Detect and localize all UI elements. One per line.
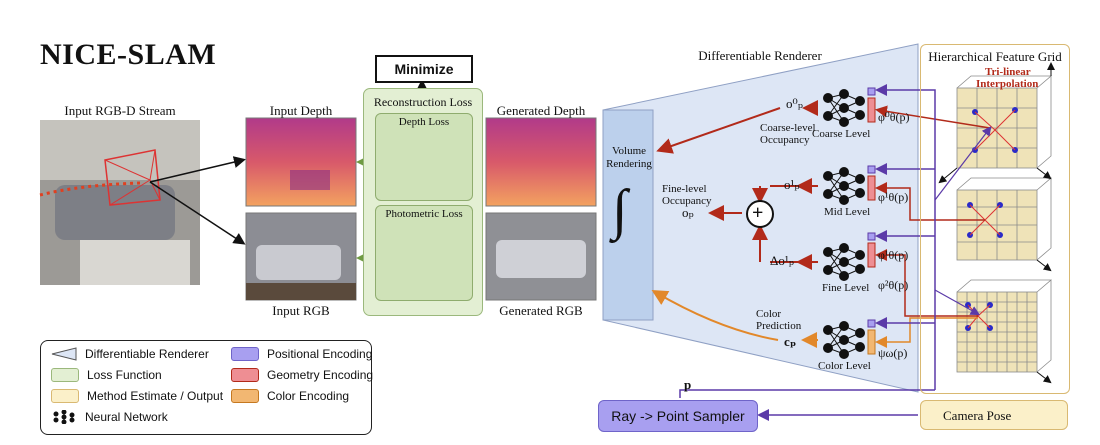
fine-delta-symbol: Δo¹ₚ (770, 253, 794, 268)
input-depth-image (245, 117, 357, 207)
legend-item-renderer: Differentiable Renderer (51, 347, 209, 361)
generated-depth-image (485, 117, 597, 207)
renderer-caption: Differentiable Renderer (698, 48, 822, 63)
mid-level-label: Mid Level (824, 206, 871, 218)
point-symbol: p (684, 377, 692, 392)
fine-occupancy-symbol: oₚ (682, 205, 694, 220)
input-rgb-image (245, 212, 357, 301)
generated-rgb-caption: Generated RGB (499, 303, 583, 318)
coarse-occupancy-label-2: Occupancy (760, 134, 810, 146)
input-rgb-caption: Input RGB (272, 303, 330, 318)
legend-item-positional: Positional Encoding (231, 347, 372, 361)
input-depth-caption: Input Depth (269, 103, 333, 118)
feature-grid-title: Hierarchical Feature Grid (928, 49, 1062, 64)
fine-feature-symbol-2: φ²θ(p) (878, 278, 909, 292)
geometry-swatch (231, 368, 259, 382)
fine-feature-symbol-1: φ¹θ(p) (878, 248, 909, 262)
legend-item-geometry: Geometry Encoding (231, 368, 373, 382)
legend-item-loss: Loss Function (51, 368, 162, 382)
neural-network-icon (53, 410, 75, 424)
coarse-occupancy-label-1: Coarse-level (760, 122, 816, 134)
photometric-loss-label: Photometric Loss (385, 208, 463, 220)
camera-pose-box: Camera Pose (920, 400, 1068, 430)
color-feature-symbol: ψω(p) (878, 346, 908, 360)
camera-pose-label: Camera Pose (943, 408, 1012, 423)
page-title: NICE-SLAM (40, 38, 217, 71)
integral-symbol: ∫ (612, 179, 628, 241)
mid-occupancy-symbol: o¹ₚ (784, 177, 800, 192)
positional-swatch (231, 347, 259, 361)
feature-grid-box: Hierarchical Feature Grid (920, 44, 1070, 394)
legend-item-network: Neural Network (51, 410, 168, 424)
color-prediction-label-1: Color (756, 308, 782, 320)
mid-grid-cube (956, 177, 1053, 261)
color-color-enc (867, 329, 876, 355)
depth-loss-box: Depth Loss (375, 113, 473, 201)
mid-positional-enc (867, 165, 876, 174)
color-swatch (231, 389, 259, 403)
color-level-label: Color Level (818, 360, 871, 372)
trilinear-label-2: Interpolation (976, 78, 1039, 90)
input-rgbd-image (39, 120, 200, 285)
volume-label-2: Rendering (606, 158, 652, 170)
renderer-swatch-icon (51, 347, 77, 361)
depth-loss-label: Depth Loss (398, 116, 450, 128)
coarse-occupancy-symbol: o⁰ₚ (786, 96, 803, 111)
plus-sign: + (752, 202, 764, 224)
coarse-feature-symbol: φ⁰θ(p) (878, 110, 910, 124)
volume-rendering-panel (602, 109, 654, 321)
reconstruction-loss-title: Reconstruction Loss (373, 95, 473, 109)
mid-network (823, 167, 865, 205)
fine-occupancy-label-1: Fine-level (662, 183, 707, 195)
mid-feature-symbol: φ¹θ(p) (878, 190, 909, 204)
color-prediction-label-2: Prediction (756, 320, 802, 332)
generated-depth-caption: Generated Depth (496, 103, 586, 118)
coarse-network (823, 89, 865, 127)
legend-item-color: Color Encoding (231, 389, 349, 403)
color-symbol: cₚ (784, 334, 797, 349)
photometric-loss-box: Photometric Loss (375, 205, 473, 301)
loss-swatch (51, 368, 79, 382)
method-swatch (51, 389, 79, 403)
coarse-positional-enc (867, 87, 876, 96)
volume-label-1: Volume (611, 145, 647, 157)
input-stream-caption: Input RGB-D Stream (64, 103, 176, 118)
fine-positional-enc (867, 232, 876, 241)
legend: Differentiable Renderer Loss Function Me… (40, 340, 373, 435)
minimize-box: Minimize (375, 55, 473, 83)
sum-node (746, 200, 774, 228)
trilinear-label-1: Tri-linear (985, 66, 1031, 78)
fine-network (823, 243, 865, 281)
mid-geometry-enc (867, 175, 876, 201)
fine-geometry-enc (867, 242, 876, 268)
color-positional-enc (867, 319, 876, 328)
generated-rgb-image (485, 212, 597, 301)
reconstruction-loss-box: Reconstruction Loss Depth Loss Photometr… (363, 88, 483, 316)
coarse-geometry-enc (867, 97, 876, 123)
fine-occupancy-label-2: Occupancy (662, 195, 712, 207)
legend-item-method: Method Estimate / Output (51, 389, 223, 403)
ray-point-sampler: Ray -> Point Sampler (598, 400, 758, 432)
color-network (823, 321, 865, 359)
fine-level-label: Fine Level (822, 282, 870, 294)
coarse-level-label: Coarse Level (812, 128, 871, 140)
